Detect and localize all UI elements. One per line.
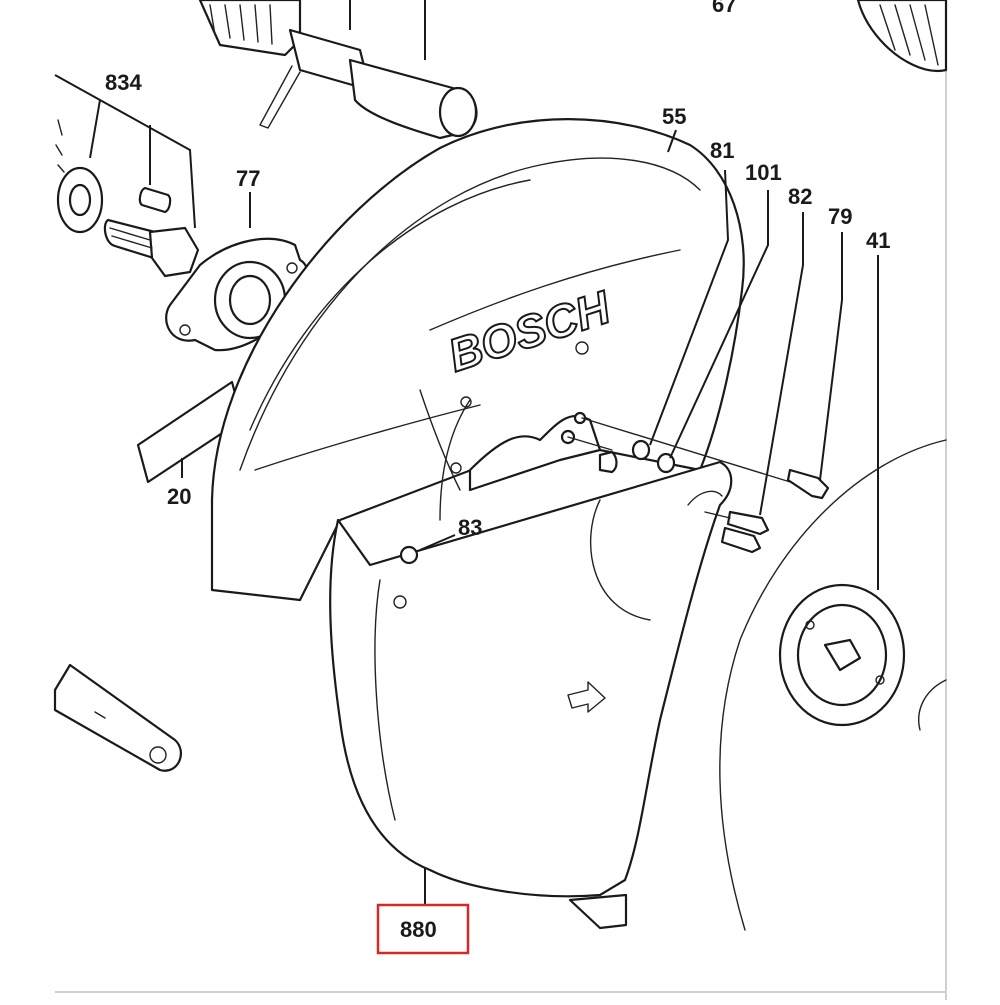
leader-81: [649, 169, 730, 446]
callout-55: 55: [662, 104, 686, 129]
leader-55: [667, 129, 677, 153]
callout-67: 67: [712, 0, 736, 17]
callout-81: 81: [710, 138, 734, 163]
callout-83: 83: [458, 515, 482, 540]
leader-83: [419, 534, 456, 551]
gear-part: [856, 0, 948, 73]
part-880-lower-guard: [329, 460, 733, 930]
callout-41: 41: [866, 228, 890, 253]
leader-101: [669, 190, 769, 459]
saw-blade-outline: [719, 439, 947, 931]
lever-arm-part: [53, 663, 182, 772]
screw-set: [560, 411, 801, 486]
leader-82: [759, 212, 804, 516]
callout-834: 834: [105, 70, 142, 95]
highlight-box-880: [376, 903, 470, 955]
callout-82: 82: [788, 184, 812, 209]
part-834-assembly: [55, 119, 200, 278]
part-83-screw: [399, 545, 419, 565]
callout-77: 77: [236, 166, 260, 191]
leader-79: [819, 232, 843, 481]
callout-880: 880: [400, 917, 437, 942]
part-79-bolt: [786, 468, 830, 500]
callout-79: 79: [828, 204, 852, 229]
part-82-screws: [704, 510, 770, 554]
callout-101: 101: [745, 160, 782, 185]
callout-20: 20: [167, 484, 191, 509]
motor-shaft-assembly: [198, 0, 478, 140]
part-41-flange: [778, 583, 906, 727]
saw-blade-inner: [918, 679, 947, 731]
leader-834: [54, 74, 196, 229]
